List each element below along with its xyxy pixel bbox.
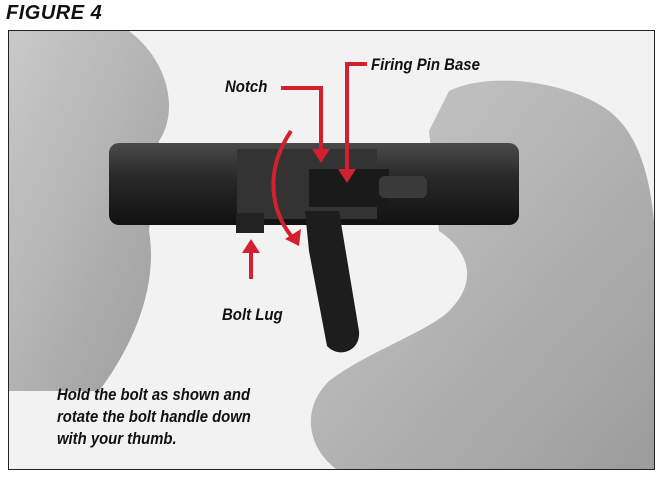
figure-caption: Hold the bolt as shown and rotate the bo… bbox=[57, 384, 327, 450]
right-hand bbox=[311, 80, 654, 469]
label-bolt-lug: Bolt Lug bbox=[222, 305, 283, 324]
left-hand bbox=[9, 31, 169, 391]
annotation-arrows bbox=[242, 62, 367, 279]
figure-title: FIGURE 4 bbox=[6, 2, 103, 24]
caption-line: Hold the bolt as shown and bbox=[57, 386, 251, 404]
label-notch: Notch bbox=[225, 77, 268, 96]
caption-line: rotate the bolt handle down bbox=[57, 408, 251, 426]
caption-line: with your thumb. bbox=[57, 430, 177, 448]
bolt-photo-illustration bbox=[9, 31, 654, 469]
label-firing-pin-base: Firing Pin Base bbox=[371, 55, 480, 74]
bolt-handle bbox=[305, 211, 360, 353]
bolt-lug bbox=[236, 213, 264, 233]
figure-photo: Notch Firing Pin Base Bolt Lug Hold the … bbox=[8, 30, 655, 470]
